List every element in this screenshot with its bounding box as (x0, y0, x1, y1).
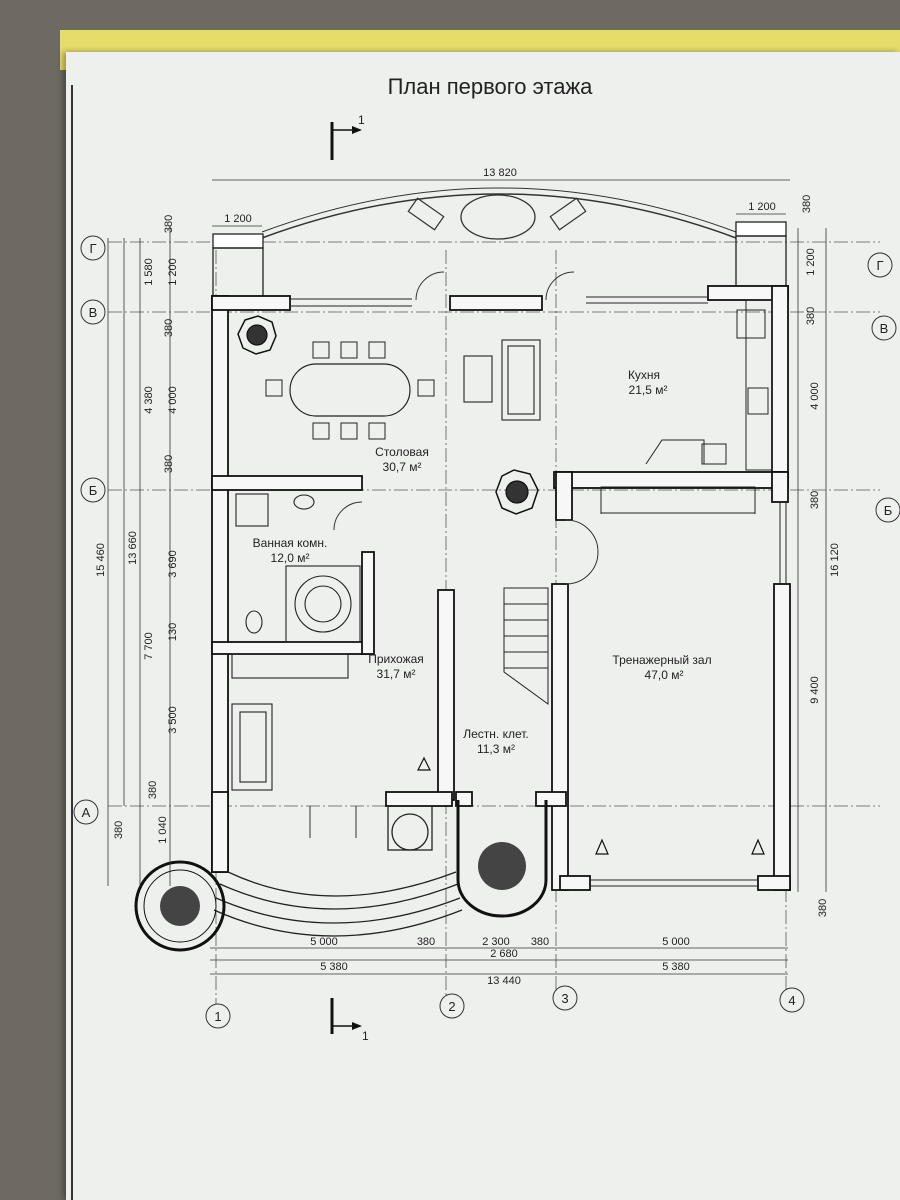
plants (237, 315, 765, 855)
dim-right-b-3: 4 000 (809, 382, 821, 410)
terrace-arc (261, 193, 737, 239)
axis-label-4: 4 (788, 993, 795, 1008)
dim-c1: 5 380 (320, 961, 348, 973)
door-swings (309, 271, 599, 838)
dim-left-b-8: 380 (147, 781, 159, 799)
dim-c2: 2 680 (490, 948, 518, 960)
dim-right-b-5: 9 400 (809, 676, 821, 704)
room-dining-area: 30,7 м² (383, 460, 422, 474)
dim-right-b-0: 380 (801, 195, 813, 213)
kitchen-units (645, 299, 773, 471)
dim-left-b-9: 1 040 (157, 816, 169, 844)
section-label-top: 1 (358, 113, 365, 127)
dim-right-total: 16 120 (829, 543, 841, 577)
dim-right-b-4: 380 (809, 491, 821, 509)
bathroom-fixtures (235, 493, 361, 643)
dining-table (289, 363, 411, 417)
room-gym-area: 47,0 м² (645, 668, 684, 682)
dim-left-b-10: 380 (113, 821, 125, 839)
dining-chairs (265, 341, 435, 440)
dim-bottom-total: 13 440 (487, 975, 521, 987)
dim-top-total: 13 820 (483, 167, 517, 179)
axis-label-g-right: Г (876, 258, 883, 273)
section-label-bottom: 1 (362, 1029, 369, 1043)
room-bath-name: Ванная комн. (253, 536, 328, 550)
dim-top-left: 1 200 (224, 213, 252, 225)
dim-left-a-1: 4 380 (143, 386, 155, 414)
dim-right-b-2: 380 (805, 307, 817, 325)
room-kitchen-name: Кухня (628, 368, 660, 382)
room-hall-area: 31,7 м² (377, 667, 416, 681)
axis-label-b-right: Б (884, 503, 893, 518)
entrance-steps (213, 805, 463, 937)
dim-right-b-1: 1 200 (805, 248, 817, 276)
dim-b3: 2 300 (482, 936, 510, 948)
axis-label-1: 1 (214, 1009, 221, 1024)
room-hall-name: Прихожая (368, 652, 424, 666)
room-gym-name: Тренажерный зал (612, 653, 711, 667)
room-bath-area: 12,0 м² (271, 551, 310, 565)
dim-left-b-6: 130 (167, 623, 179, 641)
dim-left-b-3: 4 000 (167, 386, 179, 414)
planters (134, 800, 548, 952)
dim-b2: 380 (417, 936, 435, 948)
dim-c3: 5 380 (662, 961, 690, 973)
terrace-table (460, 194, 536, 240)
staircase (503, 587, 549, 705)
dim-b5: 5 000 (662, 936, 690, 948)
exterior-walls (211, 285, 791, 891)
dim-left-b-4: 380 (163, 455, 175, 473)
dim-left-b-0: 380 (163, 215, 175, 233)
axis-label-a-left: А (82, 805, 91, 820)
dim-left-b-2: 380 (163, 319, 175, 337)
paper-sheet (66, 52, 900, 1200)
dim-b1: 5 000 (310, 936, 338, 948)
plan-title: План первого этажа (387, 74, 593, 99)
dim-left-b-1: 1 200 (167, 258, 179, 286)
terrace-loungers (407, 197, 587, 231)
section-marker-bottom: 1 (330, 998, 369, 1043)
room-stair-name: Лестн. клет. (463, 727, 529, 741)
section-marker-top: 1 (330, 113, 365, 160)
dim-left-b-7: 3 500 (167, 706, 179, 734)
axis-label-2: 2 (448, 999, 455, 1014)
dim-left-a-0: 1 580 (143, 258, 155, 286)
axis-label-v-right: В (880, 321, 889, 336)
hall-furniture (231, 653, 349, 791)
axis-label-3: 3 (561, 991, 568, 1006)
axis-label-g-left: Г (89, 241, 96, 256)
room-dining-name: Столовая (375, 445, 429, 459)
room-kitchen-area: 21,5 м² (629, 383, 668, 397)
axis-label-b-left: Б (89, 483, 98, 498)
room-stair-area: 11,3 м² (477, 742, 515, 756)
dim-left-a-2: 7 700 (143, 632, 155, 660)
axis-label-v-left: В (89, 305, 98, 320)
dim-left-mid: 13 660 (127, 531, 139, 565)
porch-columns (212, 221, 787, 299)
terrace-arc-outer (261, 187, 737, 233)
dim-right-b-6: 380 (817, 899, 829, 917)
windows (290, 296, 787, 887)
dim-left-outer: 15 460 (95, 543, 107, 577)
dimension-lines (107, 179, 827, 975)
axis-bubbles (73, 235, 900, 1029)
dim-b4: 380 (531, 936, 549, 948)
living-sofa (463, 339, 541, 421)
dim-left-b-5: 3 690 (167, 550, 179, 578)
dim-top-right: 1 200 (748, 201, 776, 213)
